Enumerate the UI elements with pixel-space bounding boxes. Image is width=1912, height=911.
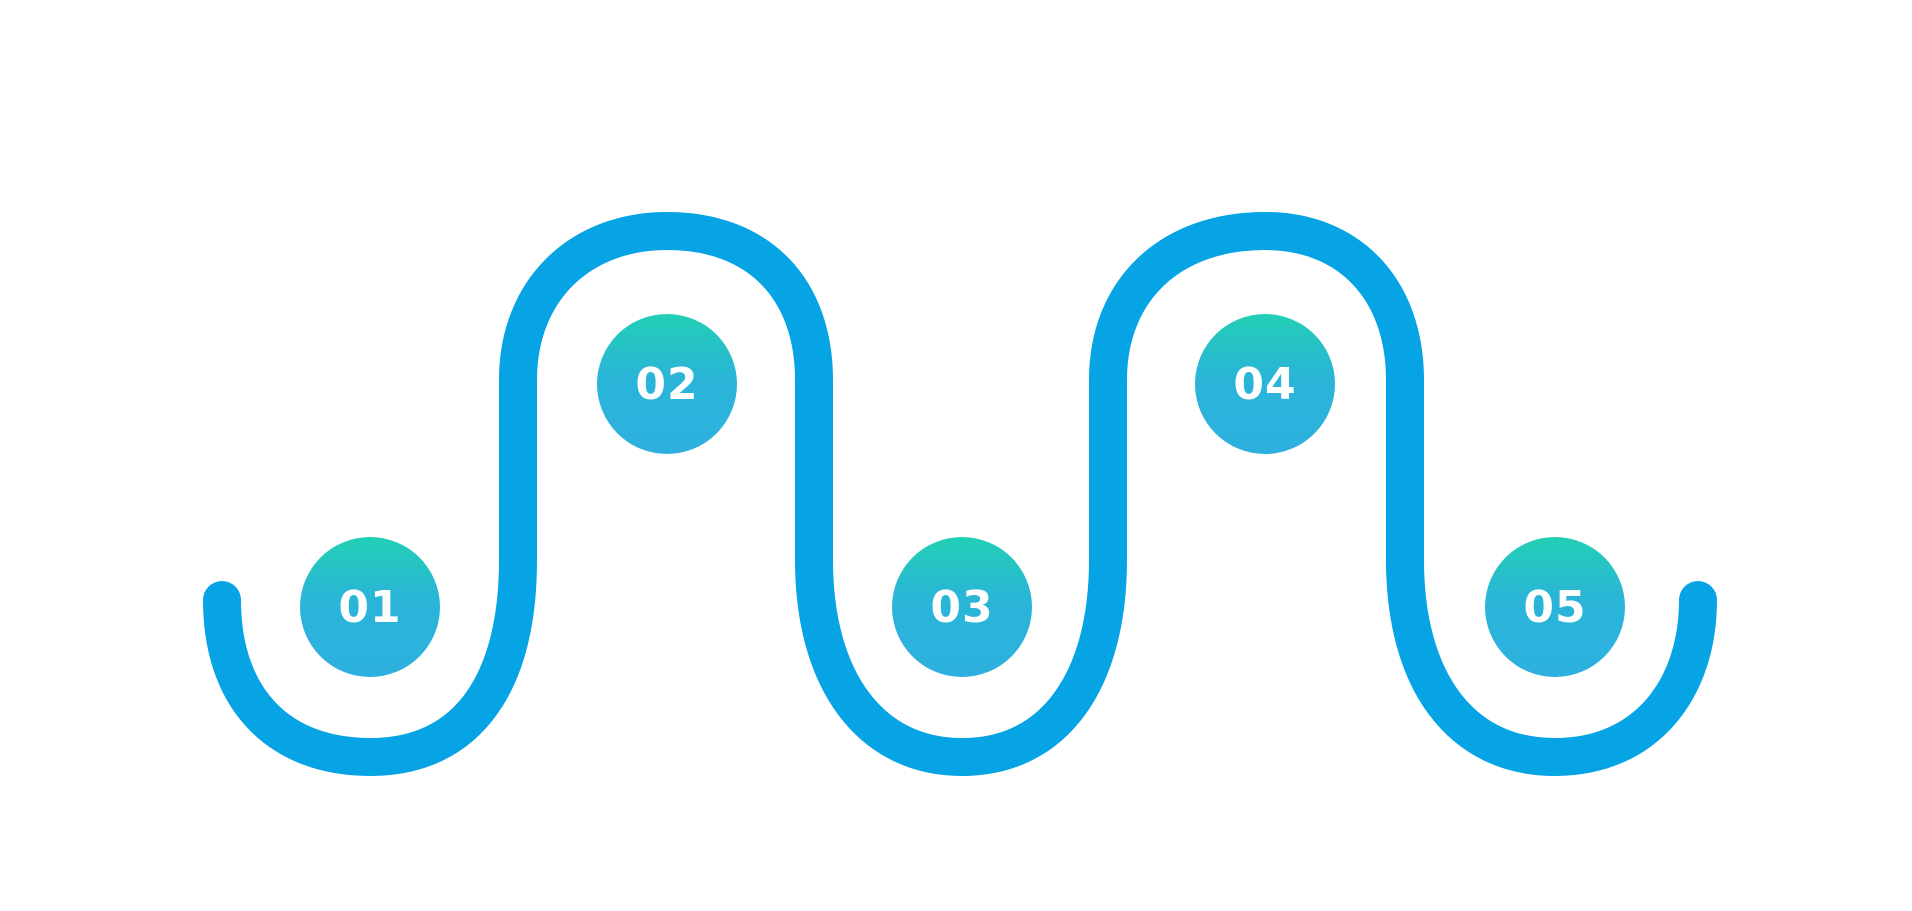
wave-path	[203, 211, 1717, 777]
step-number: 01	[338, 581, 402, 633]
step-04-badge: 04	[1195, 314, 1335, 454]
step-number: 05	[1523, 581, 1587, 633]
step-05-badge: 05	[1485, 537, 1625, 677]
step-number: 03	[930, 581, 994, 633]
step-01-badge: 01	[300, 537, 440, 677]
step-03-badge: 03	[892, 537, 1032, 677]
step-number: 02	[635, 358, 699, 410]
step-number: 04	[1233, 358, 1297, 410]
step-02-badge: 02	[597, 314, 737, 454]
